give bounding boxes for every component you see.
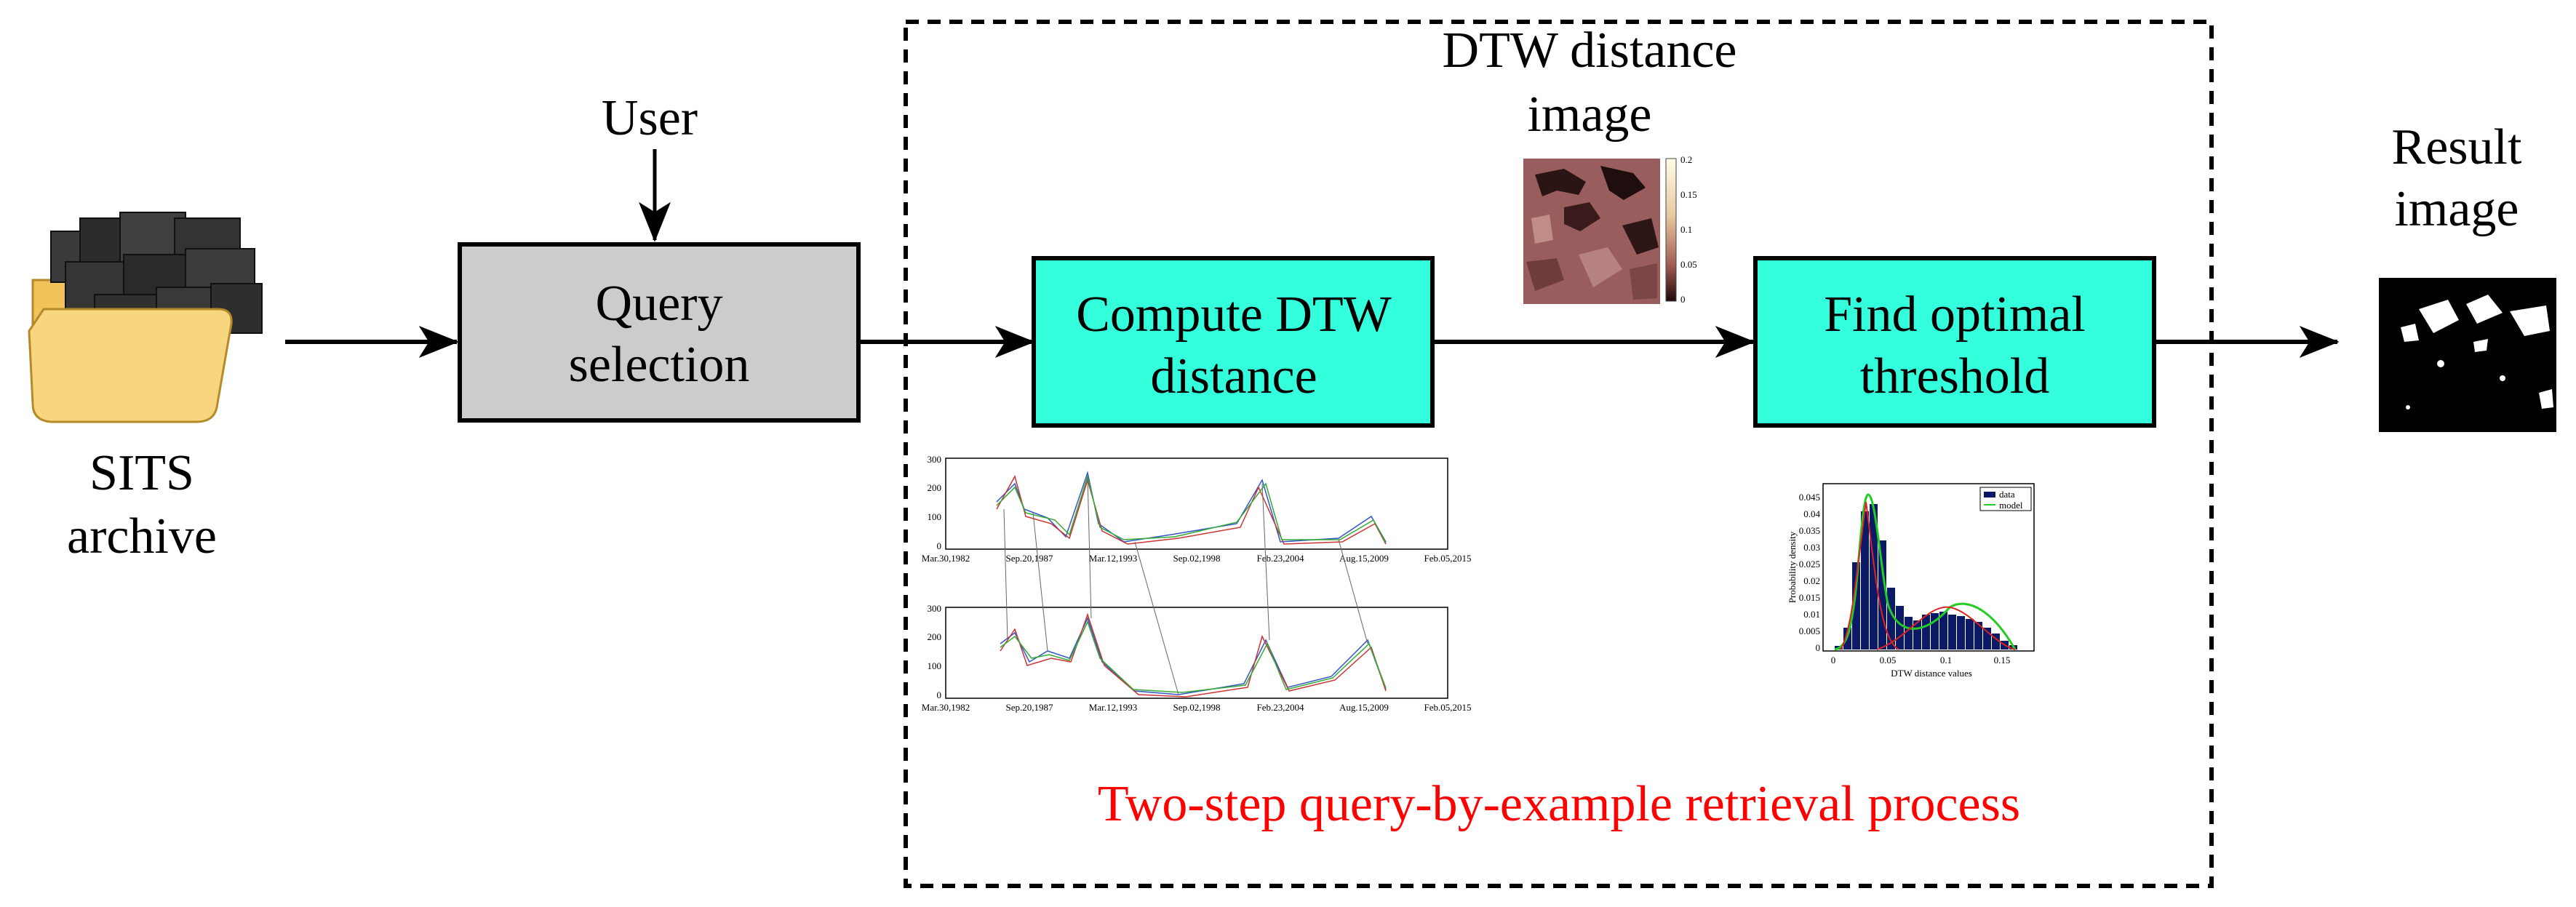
result-label: Result [2392,119,2522,175]
xtick-label: Feb.23,2004 [1257,702,1305,713]
find-threshold-label-line2: threshold [1860,348,2050,404]
svg-text:0.05: 0.05 [1880,655,1897,666]
compute-dtw-box [1032,256,1435,428]
svg-text:data: data [1999,489,2015,500]
histogram-bar [1957,616,1965,650]
dtw-distance-map [1523,159,1660,304]
process-caption: Two-step query-by-example retrieval proc… [1098,776,2020,832]
histogram-bar [1974,622,1982,650]
histogram-bar [1939,612,1947,650]
archive-label: SITS [89,445,194,501]
svg-text:300: 300 [928,603,942,614]
user-label: User [602,90,698,146]
dtw-image-label: DTW distance [1443,23,1737,79]
ytick-label: 0 [1816,642,1821,653]
histogram-bar [1922,615,1930,650]
histogram-bar [1905,617,1913,650]
xtick-label: Sep.02,1998 [1173,702,1221,713]
xtick-label: Aug.15,2009 [1339,553,1389,564]
ytick-label: 0.015 [1799,592,1820,603]
svg-text:200: 200 [928,631,942,642]
xtick-label: Feb.05,2015 [1424,553,1472,564]
ytick-label: 0.01 [1803,609,1820,620]
svg-text:100: 100 [928,511,942,522]
svg-text:0.2: 0.2 [1680,154,1692,165]
ytick-label: 0.035 [1799,525,1820,536]
xtick-label: Mar.12,1993 [1089,702,1137,713]
histogram-bar [1913,620,1921,650]
dtw-colorbar: 0.2 0.15 0.1 0.05 0 [1665,154,1697,305]
query-selection-label-line2: selection [569,337,750,393]
svg-text:100: 100 [928,660,942,671]
ytick-label: 0.02 [1803,575,1820,586]
histogram-bar [1887,588,1895,650]
svg-text:0.15: 0.15 [1680,189,1697,200]
ytick-label: 0.045 [1799,492,1820,503]
find-threshold-box [1753,256,2156,428]
result-binary-image [2379,278,2556,432]
svg-text:0: 0 [937,540,942,551]
xtick-label: Sep.20,1987 [1006,553,1054,564]
xtick-label: Sep.02,1998 [1173,553,1221,564]
xtick-label: Aug.15,2009 [1339,702,1389,713]
svg-text:0: 0 [1680,294,1686,305]
svg-text:model: model [1999,500,2023,511]
xtick-label: Mar.30,1982 [922,702,970,713]
xtick-label: Mar.12,1993 [1089,553,1137,564]
xtick-label: Mar.30,1982 [922,553,970,564]
histogram-bar [1861,511,1869,650]
xtick-label: Feb.23,2004 [1257,553,1305,564]
ytick-label: 0.025 [1799,559,1820,570]
histogram-bar [1992,634,2000,650]
svg-text:300: 300 [928,454,942,465]
svg-text:200: 200 [928,482,942,493]
histogram-bar [1878,540,1886,650]
ytick-label: 0.005 [1799,626,1820,636]
histogram-bar [1948,615,1956,650]
svg-text:Probability density: Probability density [1787,531,1798,603]
svg-text:0: 0 [937,690,942,700]
ytick-label: 0.04 [1803,508,1820,519]
svg-text:0: 0 [1831,655,1836,666]
svg-text:0.1: 0.1 [1940,655,1952,666]
histogram-bar [1852,562,1860,650]
svg-text:0.15: 0.15 [1994,655,2011,666]
inset-histogram: data model 0 0.05 0.1 0.15 DTW distance … [1787,483,2035,679]
dtw-image-label-line2: image [1527,87,1651,143]
folder-with-satellite-images-icon [28,212,263,423]
process-container [904,20,2214,888]
query-selection-label: Query [596,276,723,332]
svg-text:0.05: 0.05 [1680,259,1697,270]
query-selection-box [458,242,861,423]
svg-text:0.1: 0.1 [1680,224,1692,235]
xtick-label: Sep.20,1987 [1006,702,1054,713]
histogram-bar [1896,606,1904,650]
histogram-bar [1983,628,1991,650]
archive-label-line2: archive [67,508,217,564]
histogram-bar [1966,619,1974,650]
result-label-line2: image [2394,181,2519,237]
compute-dtw-label-line2: distance [1150,348,1317,404]
histogram-bar [1870,504,1878,650]
compute-dtw-label: Compute DTW [1076,287,1392,343]
xtick-label: Feb.05,2015 [1424,702,1472,713]
find-threshold-label: Find optimal [1824,287,2086,343]
svg-text:DTW distance values: DTW distance values [1891,668,1972,679]
ytick-label: 0.03 [1803,542,1820,553]
histogram-bar [1931,613,1939,650]
